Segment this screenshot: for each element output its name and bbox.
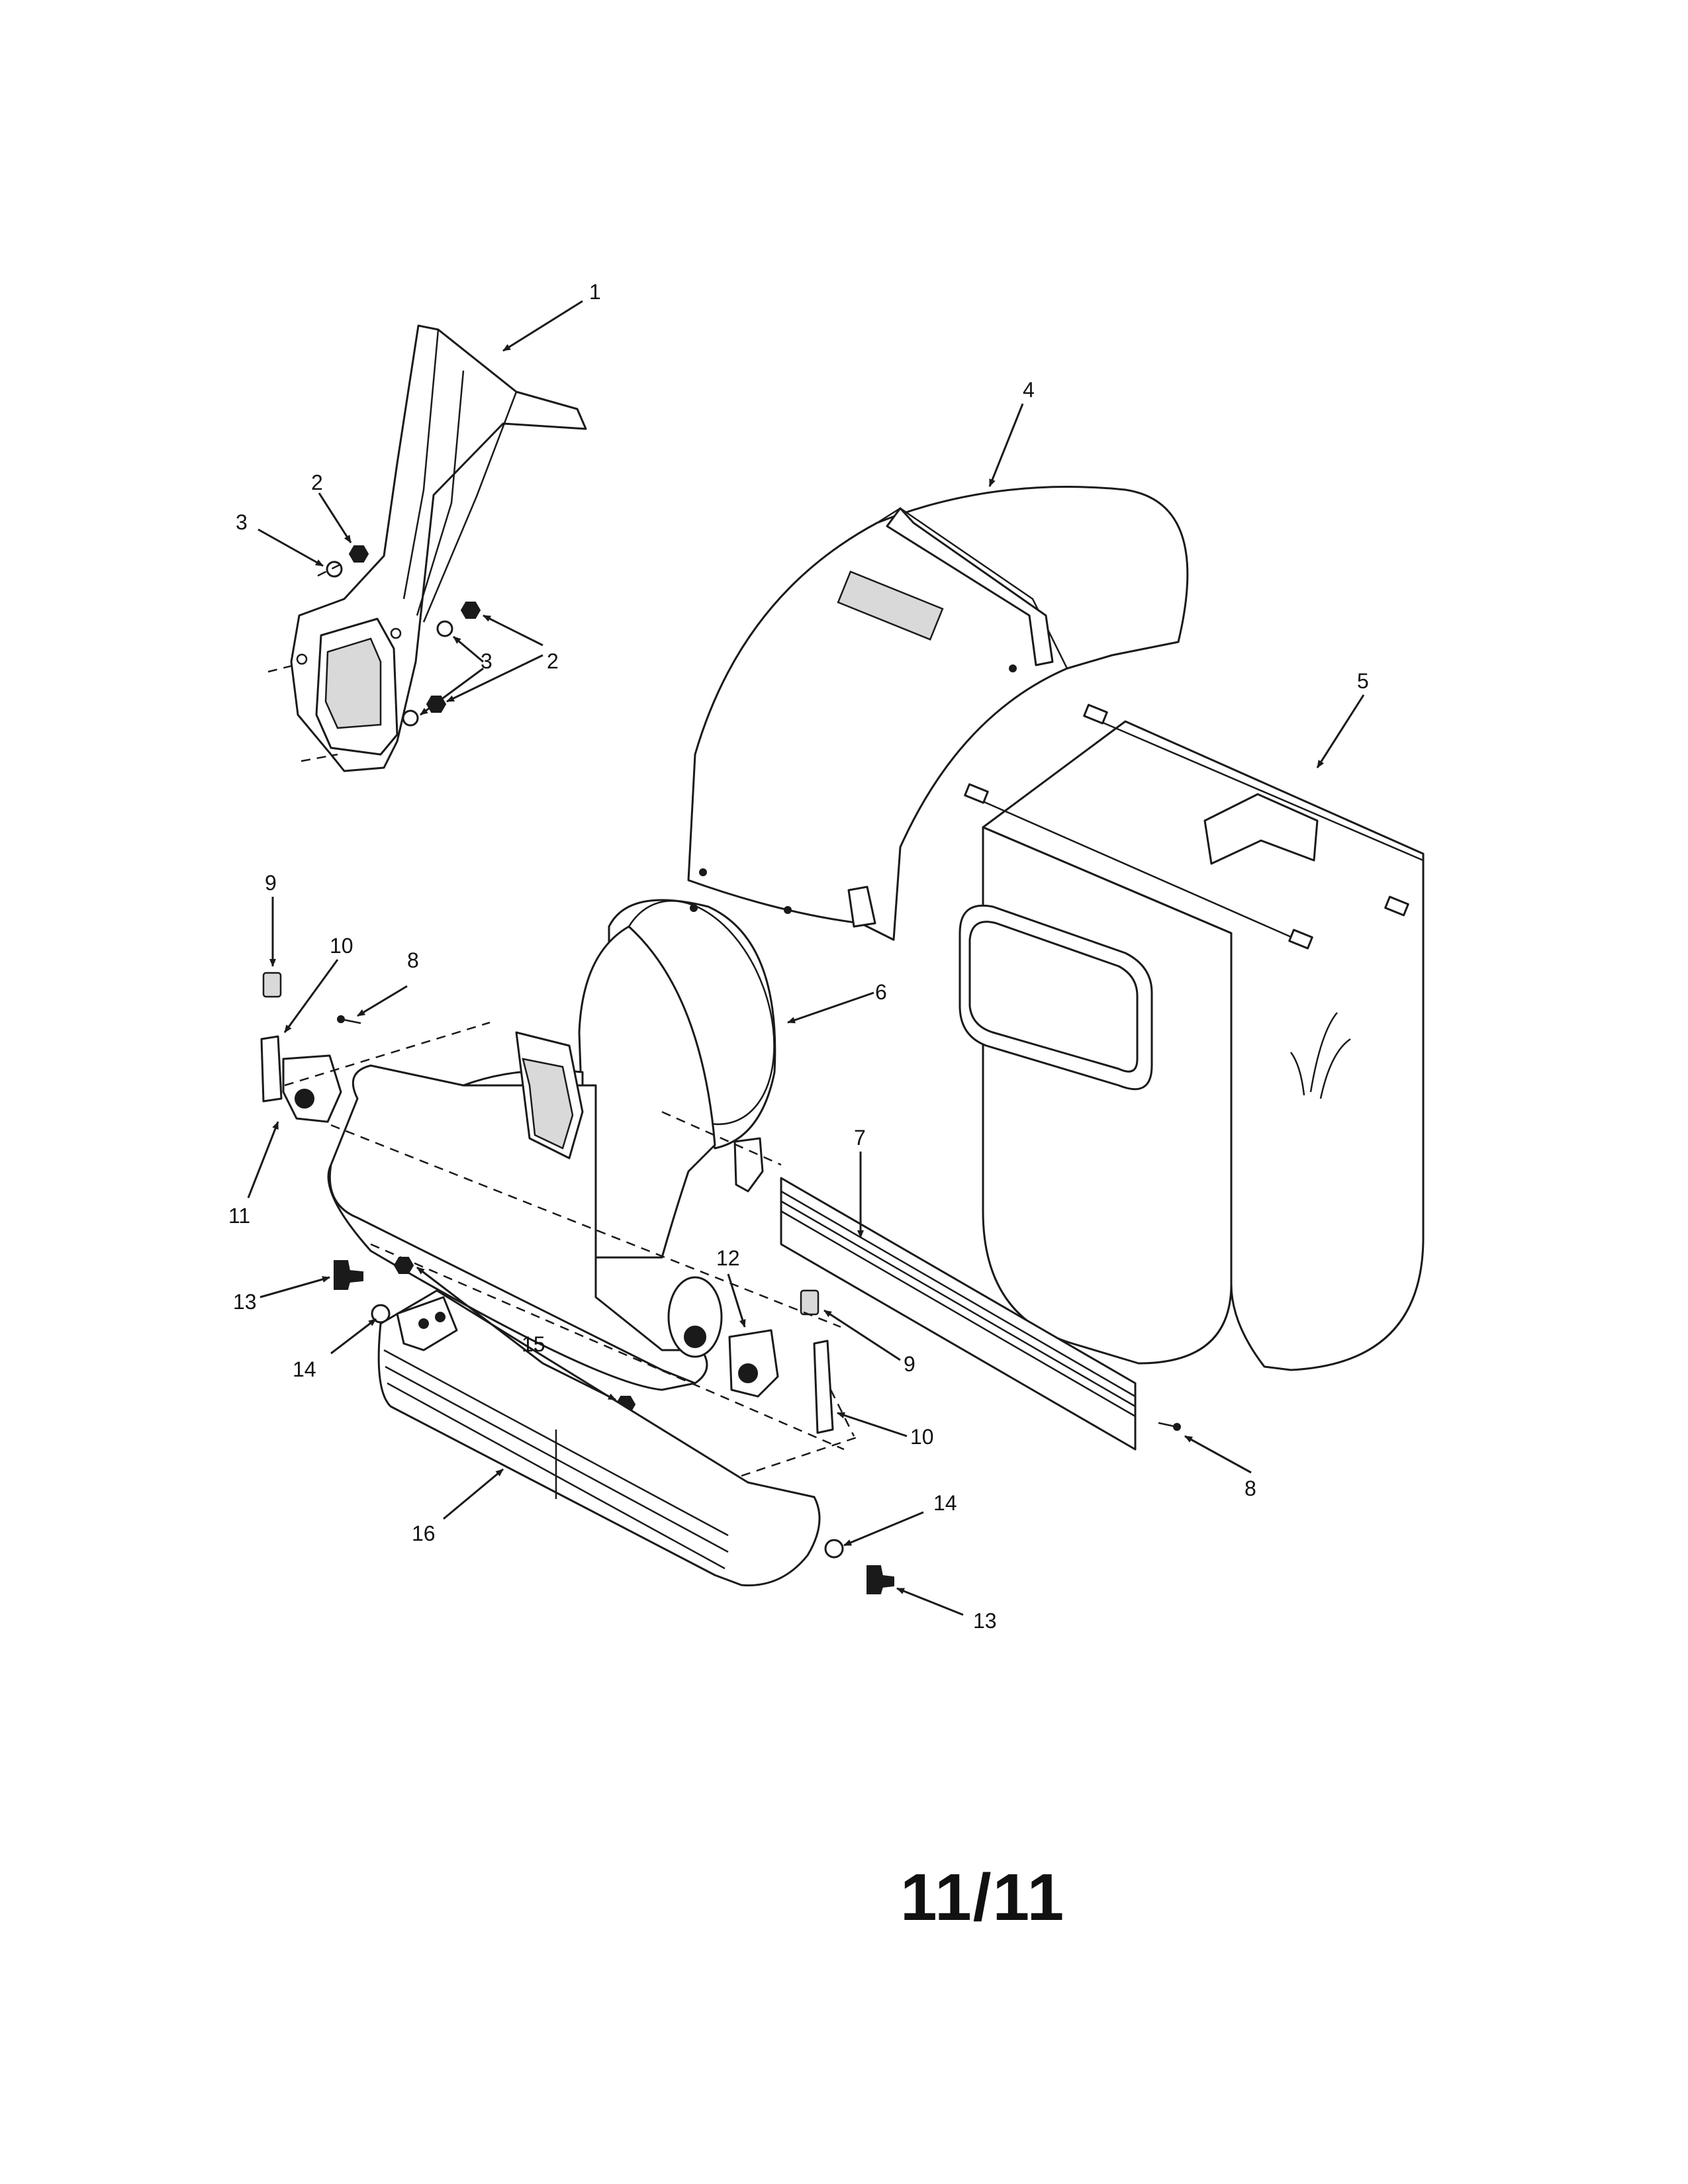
clips-part-9 (262, 972, 820, 1316)
callout-labels: 1 2 3 3 2 4 5 6 7 8 8 9 9 10 10 11 12 13… (228, 280, 1369, 1633)
callout-7: 7 (854, 1126, 866, 1150)
washer-part-14 (824, 1539, 844, 1559)
discharge-chute-part-1 (267, 324, 587, 772)
brackets-part-10 (260, 1035, 834, 1434)
callout-13: 13 (973, 1609, 997, 1633)
bolt-part-13 (867, 1565, 894, 1594)
washer-part-14 (371, 1304, 391, 1324)
callout-3: 3 (481, 649, 492, 673)
callout-15: 15 (522, 1332, 545, 1356)
callout-9: 9 (904, 1352, 915, 1376)
pivot-plates (282, 1054, 779, 1398)
pivot-plate-part-11 (282, 1054, 342, 1123)
callout-12: 12 (716, 1246, 740, 1270)
page-number: 11/11 (900, 1860, 1066, 1934)
lower-skid-part-16 (377, 1289, 821, 1586)
callout-14: 14 (933, 1491, 957, 1515)
callout-6: 6 (875, 980, 887, 1004)
callout-11: 11 (228, 1204, 250, 1228)
nut-part-15 (393, 1257, 414, 1274)
bolt-part-13 (334, 1260, 363, 1290)
nut-part-2 (460, 602, 481, 619)
callout-4: 4 (1023, 378, 1035, 402)
collection-bag-part-5 (959, 704, 1425, 1371)
screws-part-8 (337, 1015, 1181, 1431)
nut-part-2 (348, 545, 369, 563)
scraper-strip-part-7 (780, 1177, 1137, 1451)
callout-9: 9 (265, 871, 277, 895)
callout-8: 8 (407, 948, 419, 972)
washer-part-3 (402, 709, 419, 727)
callout-10: 10 (330, 934, 353, 958)
upper-shroud-part-4 (687, 486, 1189, 941)
washer-part-3 (436, 620, 453, 637)
blower-housing-part-6 (327, 899, 776, 1391)
callout-1: 1 (589, 280, 601, 304)
lower-fasteners (334, 1257, 894, 1594)
callout-3: 3 (236, 510, 248, 534)
callout-2: 2 (311, 471, 323, 494)
callout-13: 13 (233, 1290, 257, 1314)
alignment-lines (284, 1021, 861, 1477)
pivot-plate-part-12 (728, 1329, 779, 1398)
callout-16: 16 (412, 1522, 436, 1545)
callout-8: 8 (1244, 1477, 1256, 1500)
callout-5: 5 (1357, 669, 1369, 693)
callout-14: 14 (293, 1357, 316, 1381)
callout-2: 2 (547, 649, 559, 673)
leader-lines (247, 300, 1365, 1616)
callout-10: 10 (910, 1425, 934, 1449)
